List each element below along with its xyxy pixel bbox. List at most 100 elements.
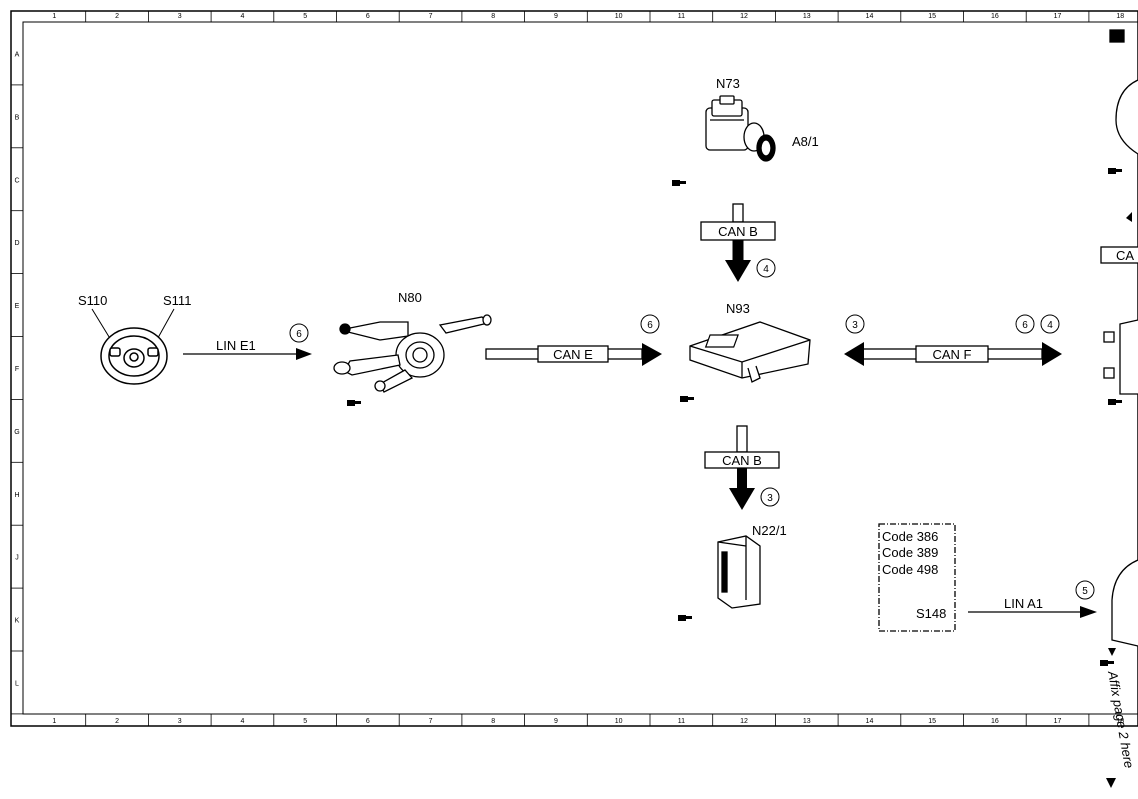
grid-row-label: D <box>14 240 19 247</box>
grid-row-label: H <box>14 492 19 499</box>
marker-lin-e1 <box>289 323 309 343</box>
can-b-bottom-line <box>736 425 748 453</box>
grid-column-label: 18 <box>1116 13 1124 20</box>
steering-wheel-icon <box>100 327 168 385</box>
connector-icon <box>680 396 694 402</box>
label-n73: N73 <box>716 76 740 91</box>
grid-column-label: 6 <box>366 718 370 725</box>
grid-row-label: K <box>15 618 20 625</box>
marker-lin-a1 <box>1075 580 1095 600</box>
affix-note: Affix page 2 here <box>1105 669 1137 769</box>
grid-column-label: 5 <box>303 13 307 20</box>
inner-frame <box>22 21 1138 715</box>
grid-row-label: C <box>14 177 19 184</box>
grid-column-label: 16 <box>991 13 999 20</box>
grid-column-label: 14 <box>866 13 874 20</box>
grid-column-label: 11 <box>678 718 685 725</box>
lin-a1-arrow <box>1080 606 1097 618</box>
can-e-arrow <box>642 343 662 366</box>
marker-can-b-bottom <box>760 487 780 507</box>
grid-column-label: 1 <box>52 13 56 20</box>
code-2: Code 389 <box>882 545 938 560</box>
grid-column-label: 14 <box>866 718 874 725</box>
triangle-marker-bottom-icon <box>1106 778 1116 788</box>
grid-column-label: 18 <box>1116 718 1124 725</box>
grid-column-label: 12 <box>740 13 748 20</box>
grid-column-label: 3 <box>178 13 182 20</box>
can-b-top-arrow <box>725 260 751 282</box>
grid-row-label: L <box>15 680 19 687</box>
grid-column-label: 17 <box>1054 718 1062 725</box>
label-n93: N93 <box>726 301 750 316</box>
marker-can-f-left <box>845 314 865 334</box>
module-icon <box>717 535 761 609</box>
partial-can-label: CA <box>1116 248 1134 263</box>
grid-column-label: 11 <box>678 13 685 20</box>
can-e-box <box>537 345 609 363</box>
code-1: Code 386 <box>882 529 938 544</box>
grid-column-label: 4 <box>240 13 244 20</box>
grid-ticks <box>11 11 1090 726</box>
grid-column-label: 9 <box>554 13 558 20</box>
partial-component-top-right <box>1109 29 1138 155</box>
can-f-arrow-right <box>1042 342 1062 366</box>
label-n80: N80 <box>398 290 422 305</box>
grid-column-label: 10 <box>615 718 623 725</box>
can-f-label: CAN F <box>933 347 972 362</box>
marker-can-f-right-2 <box>1040 314 1060 334</box>
grid-labels: 1122334455667788991010111112121313141415… <box>14 13 1124 725</box>
triangle-marker-icon <box>1108 648 1116 656</box>
lin-e1-arrow <box>296 348 312 360</box>
can-e-label: CAN E <box>553 347 593 362</box>
grid-column-label: 3 <box>178 718 182 725</box>
label-s148: S148 <box>916 606 946 621</box>
connector-icon <box>1108 168 1122 174</box>
marker-can-f-right-2-num: 4 <box>1047 320 1053 331</box>
grid-row-label: F <box>15 366 19 373</box>
outer-frame <box>10 10 1138 727</box>
connector-icon <box>1108 399 1122 405</box>
grid-column-label: 12 <box>740 718 748 725</box>
grid-row-label: A <box>15 51 20 58</box>
can-b-top-label: CAN B <box>718 224 758 239</box>
connector-icon <box>672 180 686 186</box>
lin-a1-label: LIN A1 <box>1004 596 1043 611</box>
partial-can-box <box>1100 246 1138 264</box>
partial-component-bottom-right <box>1111 559 1138 647</box>
can-b-bottom-label: CAN B <box>722 453 762 468</box>
can-b-top-shaft <box>732 239 744 261</box>
grid-column-label: 8 <box>491 718 495 725</box>
label-n221: N22/1 <box>752 523 787 538</box>
grid-row-label: E <box>15 303 20 310</box>
grid-row-label: B <box>15 114 20 121</box>
grid-column-label: 10 <box>615 13 623 20</box>
grid-column-label: 17 <box>1054 13 1062 20</box>
grid-column-label: 2 <box>115 13 119 20</box>
marker-can-f-right-1-num: 6 <box>1022 320 1028 331</box>
lin-e1-label: LIN E1 <box>216 338 256 353</box>
steering-column-module-icon <box>333 314 492 393</box>
grid-column-label: 8 <box>491 13 495 20</box>
marker-can-e <box>640 314 660 334</box>
marker-can-b-top <box>756 258 776 278</box>
control-unit-icon <box>689 321 811 383</box>
can-b-top-line <box>732 203 744 223</box>
grid-column-label: 2 <box>115 718 119 725</box>
grid-column-label: 9 <box>554 718 558 725</box>
label-a81: A8/1 <box>792 134 819 149</box>
grid-column-label: 7 <box>429 13 433 20</box>
grid-column-label: 6 <box>366 13 370 20</box>
can-f-arrow-left <box>844 342 864 366</box>
code-3: Code 498 <box>882 562 938 577</box>
marker-lin-a1-num: 5 <box>1082 586 1088 597</box>
grid-column-label: 16 <box>991 718 999 725</box>
partial-arrow-icon <box>1126 212 1132 222</box>
label-s111: S111 <box>163 293 191 308</box>
grid-column-label: 13 <box>803 718 811 725</box>
can-f-box <box>915 345 989 363</box>
grid-column-label: 1 <box>52 718 56 725</box>
marker-can-f-right-1 <box>1015 314 1035 334</box>
grid-column-label: 5 <box>303 718 307 725</box>
ignition-switch-icon <box>705 95 776 162</box>
